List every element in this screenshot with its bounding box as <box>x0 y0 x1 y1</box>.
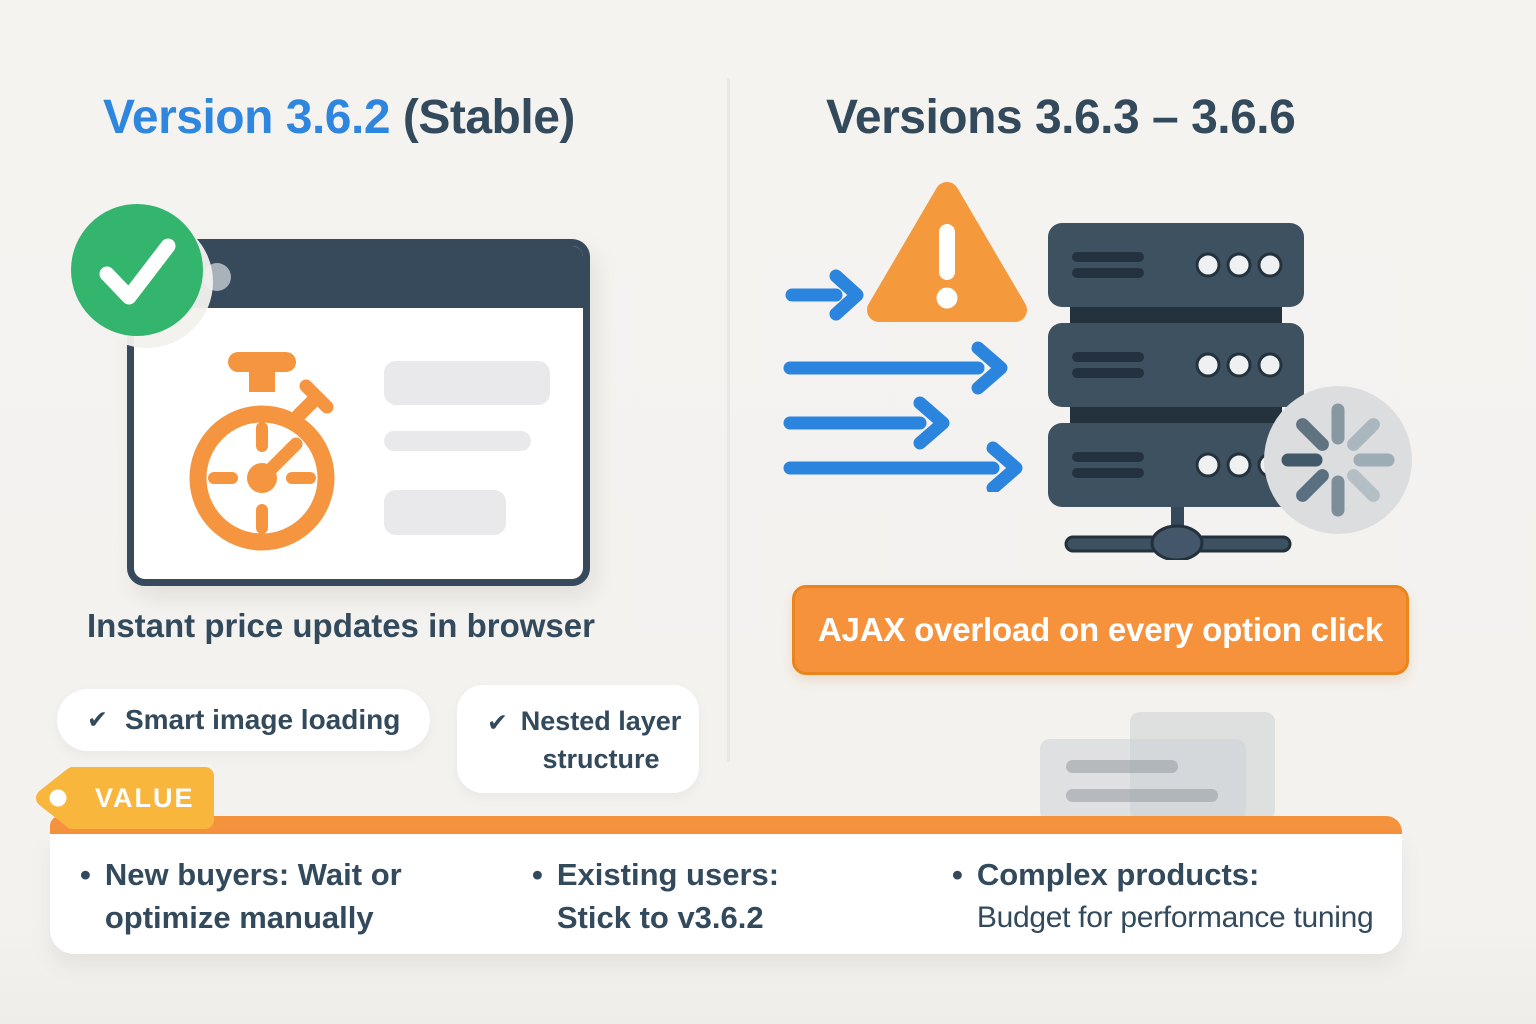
feature-badge-nested-layer-structure: ✔ Nested layer structure <box>457 685 699 793</box>
feature-badge-smart-image-loading: ✔ Smart image loading <box>57 689 431 751</box>
value-bullet-existing-users: • Existing users: Stick to v3.6.2 <box>532 853 779 939</box>
check-icon: ✔ <box>487 709 508 737</box>
browser-titlebar <box>134 246 583 308</box>
value-tag-label: VALUE <box>95 783 195 813</box>
text-placeholder-bar <box>384 361 550 405</box>
bullet-line2: optimize manually <box>104 900 374 935</box>
value-tag <box>36 767 214 829</box>
loading-spinner-icon <box>1264 386 1412 534</box>
text-placeholder-bar <box>384 490 506 535</box>
text-placeholder-bar <box>384 431 531 451</box>
column-divider <box>727 78 730 762</box>
value-bullet-complex-products: • Complex products: Budget for performan… <box>952 853 1374 939</box>
left-title-suffix: (Stable) <box>402 91 576 144</box>
right-title: Versions 3.6.3 – 3.6.6 <box>826 90 1296 145</box>
warning-banner: AJAX overload on every option click <box>792 585 1409 675</box>
request-arrows-icon <box>783 269 1023 492</box>
check-icon: ✔ <box>87 705 108 734</box>
right-title-text: Versions 3.6.3 – 3.6.6 <box>826 91 1296 144</box>
browser-window <box>127 239 590 586</box>
tag-hole-icon <box>49 789 67 807</box>
ghost-card-front <box>1040 739 1246 821</box>
warning-triangle-icon <box>867 182 1027 322</box>
value-panel <box>50 834 1402 954</box>
bullet-line2: Budget for performance tuning <box>976 901 1374 934</box>
bullet-dot-icon: • <box>952 857 963 892</box>
value-bullet-new-buyers: • New buyers: Wait or optimize manually <box>80 853 402 939</box>
ghost-card-bar <box>1066 760 1178 773</box>
bullet-line2: Stick to v3.6.2 <box>556 900 764 935</box>
titlebar-dot-icon <box>203 263 231 291</box>
left-title: Version 3.6.2 (Stable) <box>103 90 575 145</box>
badge-label: Nested layer structure <box>520 706 682 774</box>
bullet-line1: New buyers: Wait or <box>104 857 402 892</box>
stopwatch-icon <box>189 352 335 551</box>
checkmark-icon <box>99 238 176 305</box>
check-circle-icon <box>71 204 203 336</box>
left-title-version: Version 3.6.2 <box>103 91 391 144</box>
bullet-line1: Existing users: <box>556 857 780 892</box>
value-bar <box>50 816 1402 834</box>
left-caption: Instant price updates in browser <box>87 607 595 644</box>
bullet-line1: Complex products: <box>976 857 1260 892</box>
banner-label: AJAX overload on every option click <box>817 611 1384 648</box>
spinner-spokes <box>1281 403 1395 517</box>
badge-label: Smart image loading <box>124 704 401 735</box>
bullet-dot-icon: • <box>532 857 543 892</box>
ghost-card-bar <box>1066 789 1218 802</box>
bullet-dot-icon: • <box>80 857 91 892</box>
